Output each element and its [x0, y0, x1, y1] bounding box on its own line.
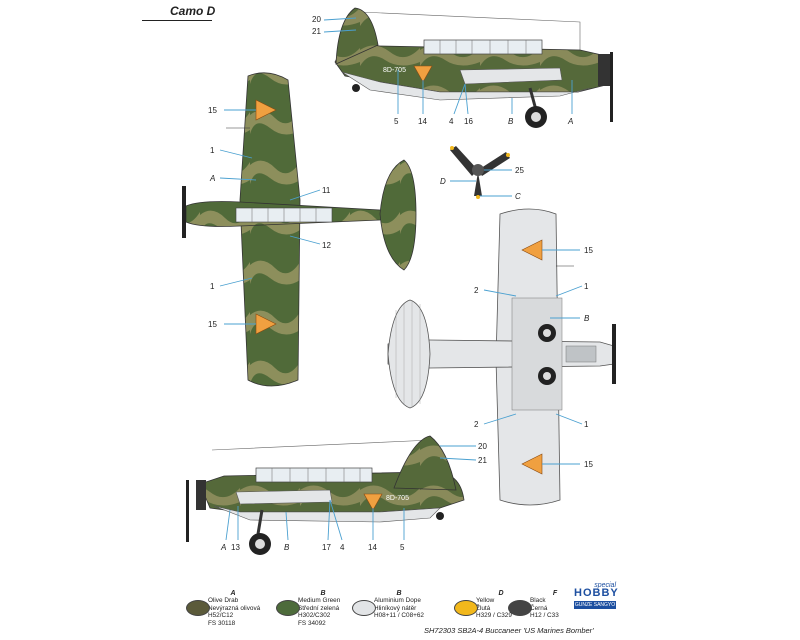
legend-code: A [230, 590, 236, 597]
svg-text:A: A [567, 117, 573, 126]
svg-text:5: 5 [394, 117, 399, 126]
svg-text:21: 21 [478, 456, 487, 465]
brand-logo: special HOBBY GUNZE SANGYO [574, 582, 619, 609]
title-underline [142, 20, 212, 21]
paint-swatch [186, 600, 210, 616]
legend-code: B [396, 590, 402, 597]
bottom-view [387, 208, 616, 506]
serial-bottom: 8D-705 [386, 495, 409, 502]
svg-text:12: 12 [322, 241, 331, 250]
callouts-top-side: 20 21 5 14 4 16 B A [312, 15, 573, 126]
paint-swatch [454, 600, 478, 616]
svg-text:4: 4 [449, 117, 454, 126]
svg-text:1: 1 [210, 146, 215, 155]
svg-text:4: 4 [340, 543, 345, 552]
svg-text:20: 20 [478, 442, 487, 451]
callouts-bottom-view: 15 2 1 B 2 1 15 [474, 246, 593, 469]
insignia-triangle [363, 493, 383, 511]
svg-text:15: 15 [584, 460, 593, 469]
paint-swatch [276, 600, 300, 616]
paint-swatch [352, 600, 376, 616]
svg-text:5: 5 [400, 543, 405, 552]
insignia-triangle [413, 65, 433, 83]
camo-title: Camo D [170, 4, 216, 18]
top-view [182, 72, 417, 387]
serial-top: 8D-705 [383, 67, 406, 74]
svg-text:11: 11 [322, 186, 331, 195]
svg-text:B: B [584, 314, 590, 323]
svg-text:15: 15 [584, 246, 593, 255]
svg-text:14: 14 [368, 543, 377, 552]
side-profile-bottom: 8D-705 [186, 435, 465, 555]
svg-text:C: C [515, 192, 521, 201]
svg-text:21: 21 [312, 27, 321, 36]
propeller-detail: 25 D C [440, 146, 524, 201]
svg-text:20: 20 [312, 15, 321, 24]
svg-text:15: 15 [208, 106, 217, 115]
svg-text:D: D [440, 177, 446, 186]
svg-text:B: B [284, 543, 290, 552]
svg-text:B: B [508, 117, 514, 126]
legend-code: B [320, 590, 326, 597]
svg-text:2: 2 [474, 420, 479, 429]
svg-text:16: 16 [464, 117, 473, 126]
svg-text:A: A [209, 174, 215, 183]
svg-text:1: 1 [584, 282, 589, 291]
svg-text:25: 25 [515, 166, 524, 175]
side-profile-top: 8D-705 [334, 7, 613, 128]
svg-text:1: 1 [210, 282, 215, 291]
svg-text:A: A [220, 543, 226, 552]
callouts-top-view: 15 1 A 11 12 1 15 [208, 106, 331, 329]
svg-text:14: 14 [418, 117, 427, 126]
svg-text:17: 17 [322, 543, 331, 552]
svg-text:13: 13 [231, 543, 240, 552]
legend-code: D [498, 590, 504, 597]
svg-text:2: 2 [474, 286, 479, 295]
svg-text:1: 1 [584, 420, 589, 429]
callouts-bottom-side: 20 21 A 13 B 17 4 14 5 [220, 442, 487, 552]
plate-caption: SH72303 SB2A-4 Buccaneer 'US Marines Bom… [424, 626, 594, 635]
paint-swatch [508, 600, 532, 616]
legend-code: F [552, 590, 558, 597]
svg-text:15: 15 [208, 320, 217, 329]
